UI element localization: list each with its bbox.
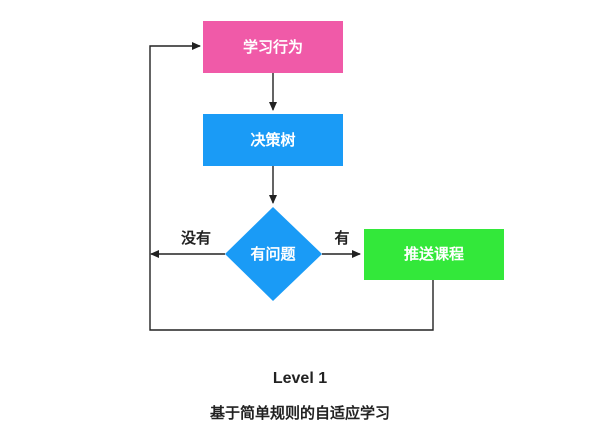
node-has-problem: 有问题 bbox=[225, 207, 322, 301]
push-course-box bbox=[364, 229, 504, 280]
caption-subtitle: 基于简单规则的自适应学习 bbox=[209, 404, 390, 422]
loop-back-line bbox=[149, 42, 201, 254]
node-decision-tree: 决策树 bbox=[203, 114, 343, 166]
push-course-label: 推送课程 bbox=[404, 245, 464, 263]
node-learning-behavior: 学习行为 bbox=[203, 21, 343, 73]
has-problem-diamond bbox=[225, 207, 322, 301]
edge-label-yes: 有 bbox=[334, 229, 349, 247]
edge-label-no: 没有 bbox=[181, 229, 211, 247]
caption-level: Level 1 bbox=[272, 370, 328, 387]
learning-behavior-box bbox=[203, 21, 343, 73]
has-problem-label: 有问题 bbox=[250, 245, 296, 263]
push-return-line bbox=[149, 254, 434, 331]
learning-behavior-label: 学习行为 bbox=[243, 38, 303, 56]
decision-tree-box bbox=[203, 114, 343, 166]
decision-tree-label: 决策树 bbox=[250, 131, 295, 149]
node-push-course: 推送课程 bbox=[364, 229, 504, 280]
